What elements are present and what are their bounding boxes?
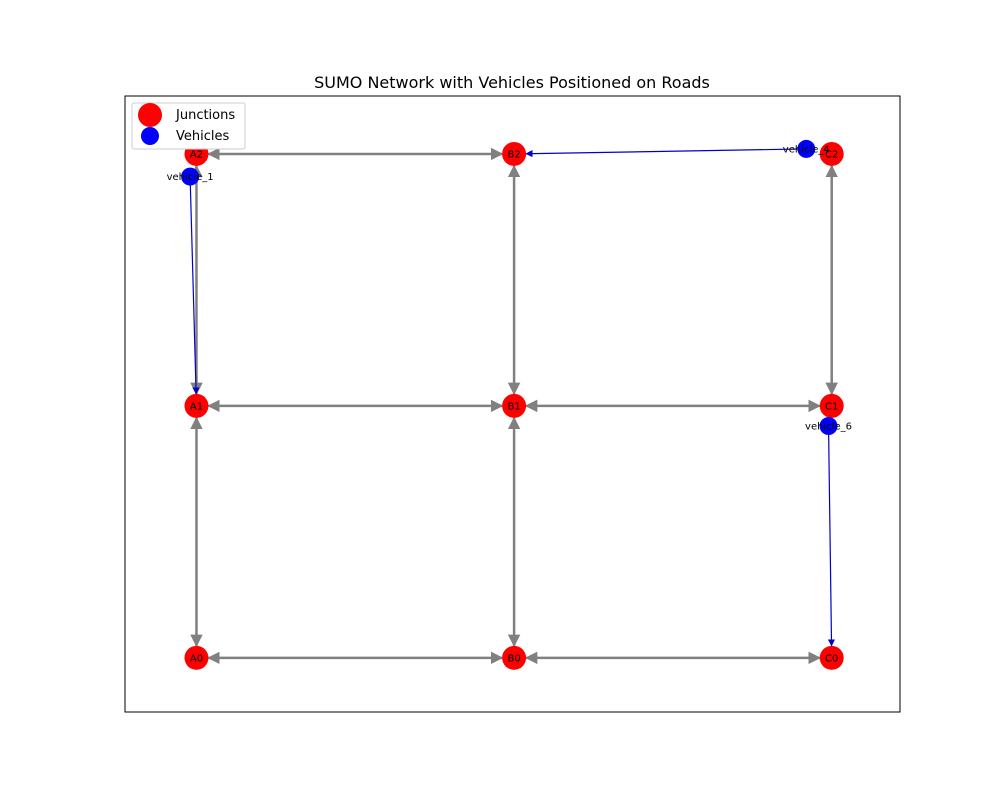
junction-B1 — [502, 393, 527, 418]
junction-label-B1: B1 — [507, 401, 520, 412]
vehicle-label-vehicle_4: vehicle_4 — [783, 144, 830, 155]
vehicle-vehicle_4 — [797, 139, 816, 158]
junction-label-A1: A1 — [190, 401, 203, 412]
vehicle-route-vehicle_4 — [525, 148, 807, 158]
chart-title: SUMO Network with Vehicles Positioned on… — [314, 73, 710, 92]
vehicle-vehicle_6 — [819, 417, 838, 436]
vehicle-routes-layer — [189, 148, 836, 647]
legend-junction-label: Junctions — [175, 108, 235, 123]
junction-B2 — [502, 141, 527, 166]
junction-label-C2: C2 — [825, 149, 838, 160]
junction-label-A2: A2 — [190, 149, 203, 160]
junction-A0 — [184, 645, 209, 670]
legend-junction-marker — [138, 103, 162, 127]
junction-C1 — [819, 393, 844, 418]
legend-vehicle-label: Vehicles — [176, 129, 229, 144]
junction-A1 — [184, 393, 209, 418]
junction-C2 — [819, 141, 844, 166]
junction-label-A0: A0 — [190, 653, 203, 664]
vehicle-label-vehicle_6: vehicle_6 — [805, 422, 852, 433]
junction-label-C1: C1 — [825, 401, 838, 412]
vehicle-route-vehicle_6 — [827, 426, 836, 647]
vehicle-route-vehicle_1 — [189, 176, 200, 395]
junction-C0 — [819, 645, 844, 670]
junction-B0 — [502, 645, 527, 670]
vehicles-layer: vehicle_1 vehicle_4 vehicle_6 — [167, 139, 852, 436]
vehicle-label-vehicle_1: vehicle_1 — [167, 172, 214, 183]
legend-vehicle-marker — [141, 127, 159, 145]
junction-label-B2: B2 — [507, 149, 520, 160]
legend: Junctions Vehicles — [131, 102, 246, 150]
junction-label-C0: C0 — [825, 653, 838, 664]
vehicle-vehicle_1 — [181, 167, 200, 186]
roads-layer — [190, 147, 838, 665]
junction-label-B0: B0 — [507, 653, 520, 664]
